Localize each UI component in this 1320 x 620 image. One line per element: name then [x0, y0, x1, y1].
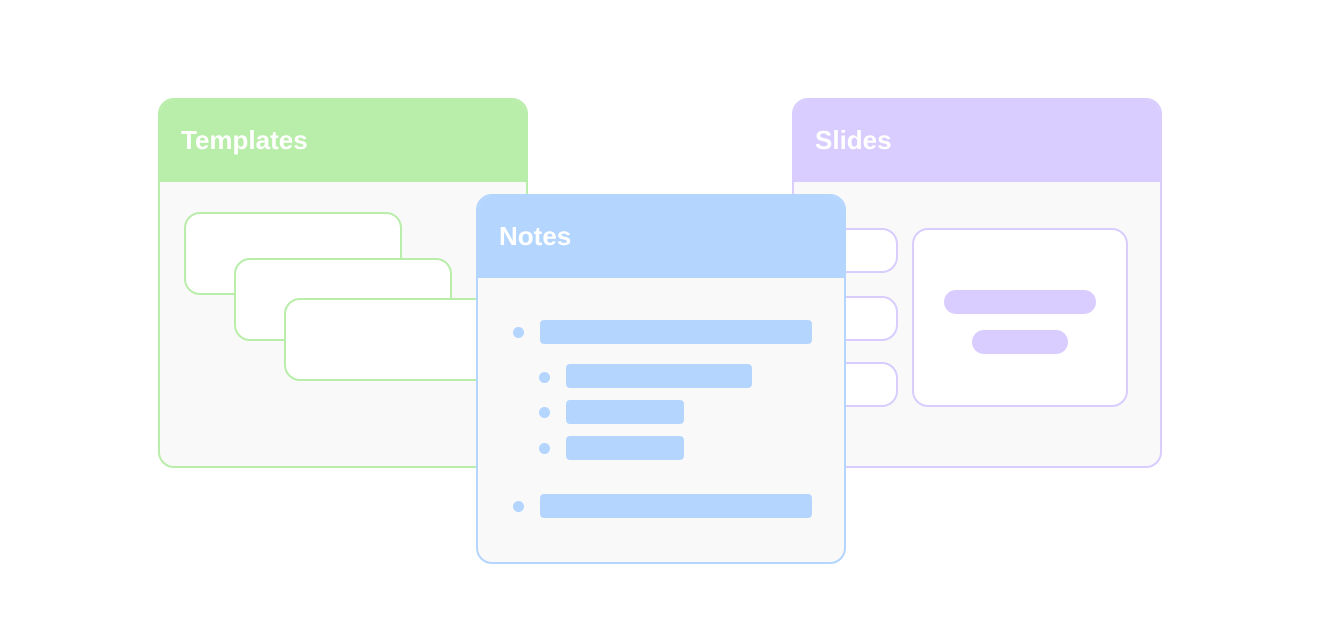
notes-header: Notes	[478, 196, 844, 278]
slides-title: Slides	[815, 125, 892, 155]
notes-card: Notes	[476, 194, 846, 564]
bullet-icon	[513, 501, 524, 512]
slides-card: Slides	[792, 98, 1162, 468]
note-line	[540, 494, 812, 518]
slide-title-placeholder	[944, 290, 1096, 314]
bullet-icon	[539, 372, 550, 383]
slide-subtitle-placeholder	[972, 330, 1068, 354]
notes-title: Notes	[499, 221, 572, 251]
note-line	[540, 320, 812, 344]
slide-preview	[912, 228, 1128, 407]
bullet-icon	[539, 407, 550, 418]
slides-header: Slides	[794, 100, 1160, 182]
note-line	[566, 400, 684, 424]
templates-header: Templates	[160, 100, 526, 182]
bullet-icon	[513, 327, 524, 338]
note-line	[566, 436, 684, 460]
note-line	[566, 364, 752, 388]
bullet-icon	[539, 443, 550, 454]
template-item	[284, 298, 502, 381]
templates-card: Templates	[158, 98, 528, 468]
templates-title: Templates	[181, 125, 308, 155]
